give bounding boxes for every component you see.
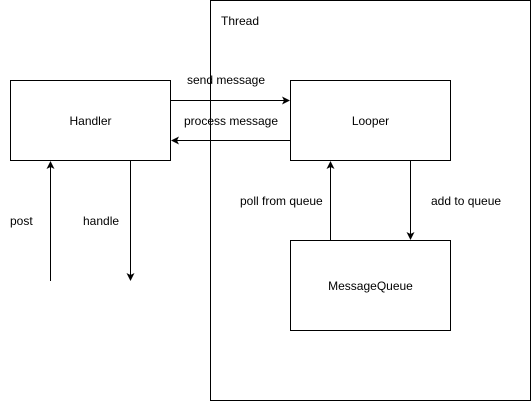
looper-box <box>290 80 451 161</box>
handler-box <box>10 80 171 161</box>
add-to-queue-label: add to queue <box>431 194 501 208</box>
looper-label: Looper <box>352 114 389 128</box>
thread-label: Thread <box>221 14 259 28</box>
send-message-label: send message <box>187 73 265 87</box>
message-queue-box <box>290 240 451 331</box>
post-label: post <box>10 214 33 228</box>
message-queue-label: MessageQueue <box>328 279 413 293</box>
process-message-label: process message <box>184 114 278 128</box>
handle-label: handle <box>83 214 119 228</box>
handler-label: Handler <box>69 114 111 128</box>
poll-from-queue-label: poll from queue <box>240 194 323 208</box>
thread-container <box>210 0 531 401</box>
